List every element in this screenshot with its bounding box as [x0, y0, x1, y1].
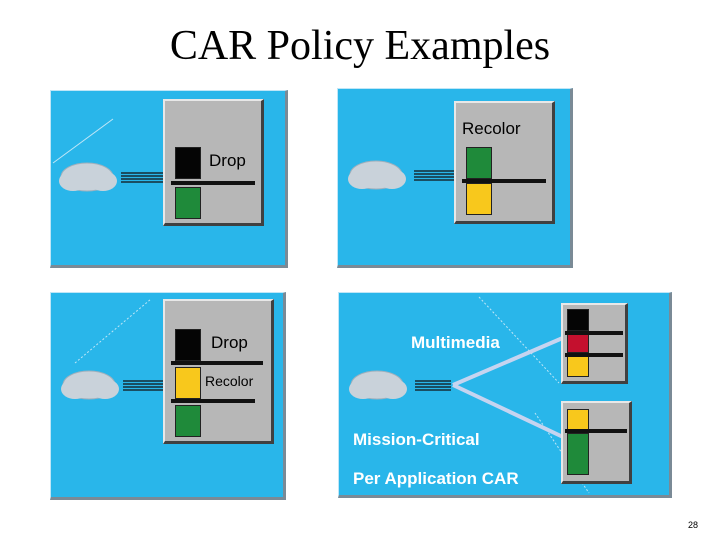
split-pipes	[452, 335, 566, 439]
policy-bar	[462, 179, 546, 183]
page-number: 28	[687, 520, 698, 530]
pipe-icon	[121, 172, 163, 183]
light-ray	[52, 118, 114, 164]
drop-label: Drop	[209, 151, 246, 170]
policy-bar	[171, 181, 255, 185]
mission-critical-box	[561, 401, 632, 484]
multimedia-label: Multimedia	[411, 333, 500, 352]
recolor-label: Recolor	[462, 119, 521, 138]
policy-bar-lower	[171, 399, 255, 403]
per-application-label: Per Application CAR	[353, 469, 519, 488]
yellow-light	[567, 409, 589, 431]
multimedia-box	[561, 303, 628, 384]
yellow-light	[175, 367, 201, 399]
red-light	[567, 333, 589, 353]
black-light	[567, 309, 589, 331]
panel-drop-recolor-graphics	[61, 298, 163, 400]
pipe-icon	[123, 380, 163, 391]
policy-bar	[565, 429, 627, 433]
panel-recolor: Recolor	[337, 88, 573, 268]
green-light	[567, 433, 589, 475]
black-light	[175, 329, 201, 361]
policy-box	[163, 299, 274, 444]
light-ray	[74, 298, 152, 364]
panel-recolor-graphics	[348, 160, 454, 190]
yellow-light	[466, 183, 492, 215]
mission-critical-label: Mission-Critical	[353, 430, 480, 449]
cloud-icon	[348, 160, 406, 190]
slide-title: CAR Policy Examples	[169, 23, 551, 69]
panel-drop-recolor: Drop Recolor	[50, 292, 286, 500]
panel-drop: Drop	[50, 90, 288, 268]
recolor-label: Recolor	[205, 373, 254, 389]
black-light	[175, 147, 201, 179]
green-light	[175, 405, 201, 437]
cloud-icon	[59, 162, 117, 192]
green-light	[175, 187, 201, 219]
cloud-icon	[61, 370, 119, 400]
cloud-icon	[349, 370, 407, 400]
panel-per-application: Multimedia Mission-Critical Per Applicat…	[338, 292, 672, 498]
policy-bar-upper	[171, 361, 263, 365]
green-light	[466, 147, 492, 179]
light-ray	[478, 296, 560, 384]
policy-bar-lower	[565, 353, 623, 357]
pipe-icon	[415, 380, 451, 391]
policy-box	[454, 101, 555, 224]
yellow-light	[567, 355, 589, 377]
drop-label: Drop	[211, 333, 248, 352]
pipe-icon	[414, 170, 454, 181]
panel-drop-graphics	[52, 118, 163, 192]
policy-box	[163, 99, 264, 226]
policy-bar-upper	[565, 331, 623, 335]
